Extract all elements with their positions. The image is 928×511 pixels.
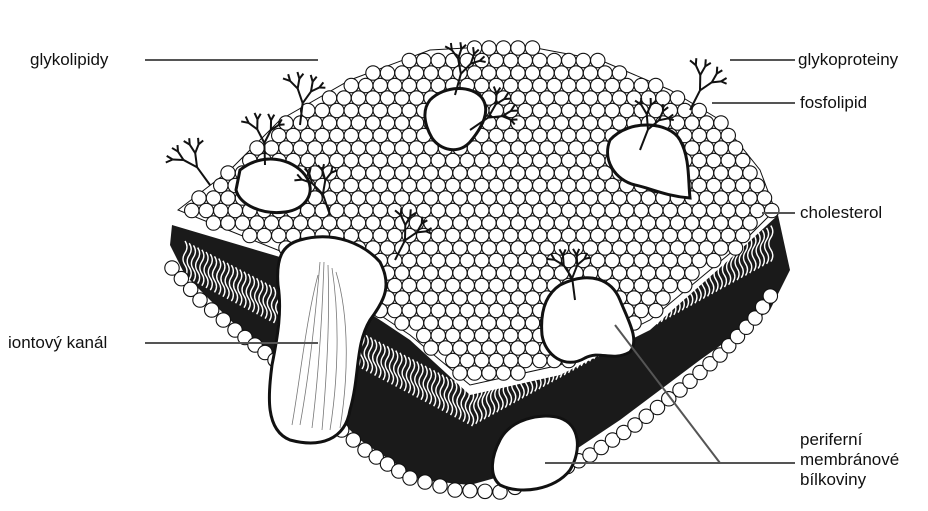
label-glykolipidy: glykolipidy <box>30 50 108 70</box>
label-periferni-line3: bílkoviny <box>800 470 899 490</box>
label-glykoproteiny: glykoproteiny <box>798 50 898 70</box>
label-iontovy-kanal: iontový kanál <box>8 333 107 353</box>
surface-protein-left <box>236 159 310 212</box>
label-periferni-line1: periferní <box>800 430 899 450</box>
label-periferni-line2: membránové <box>800 450 899 470</box>
label-periferni-membranove-bilkoviny: periferní membránové bílkoviny <box>800 430 899 490</box>
label-fosfolipid: fosfolipid <box>800 93 867 113</box>
label-cholesterol: cholesterol <box>800 203 882 223</box>
